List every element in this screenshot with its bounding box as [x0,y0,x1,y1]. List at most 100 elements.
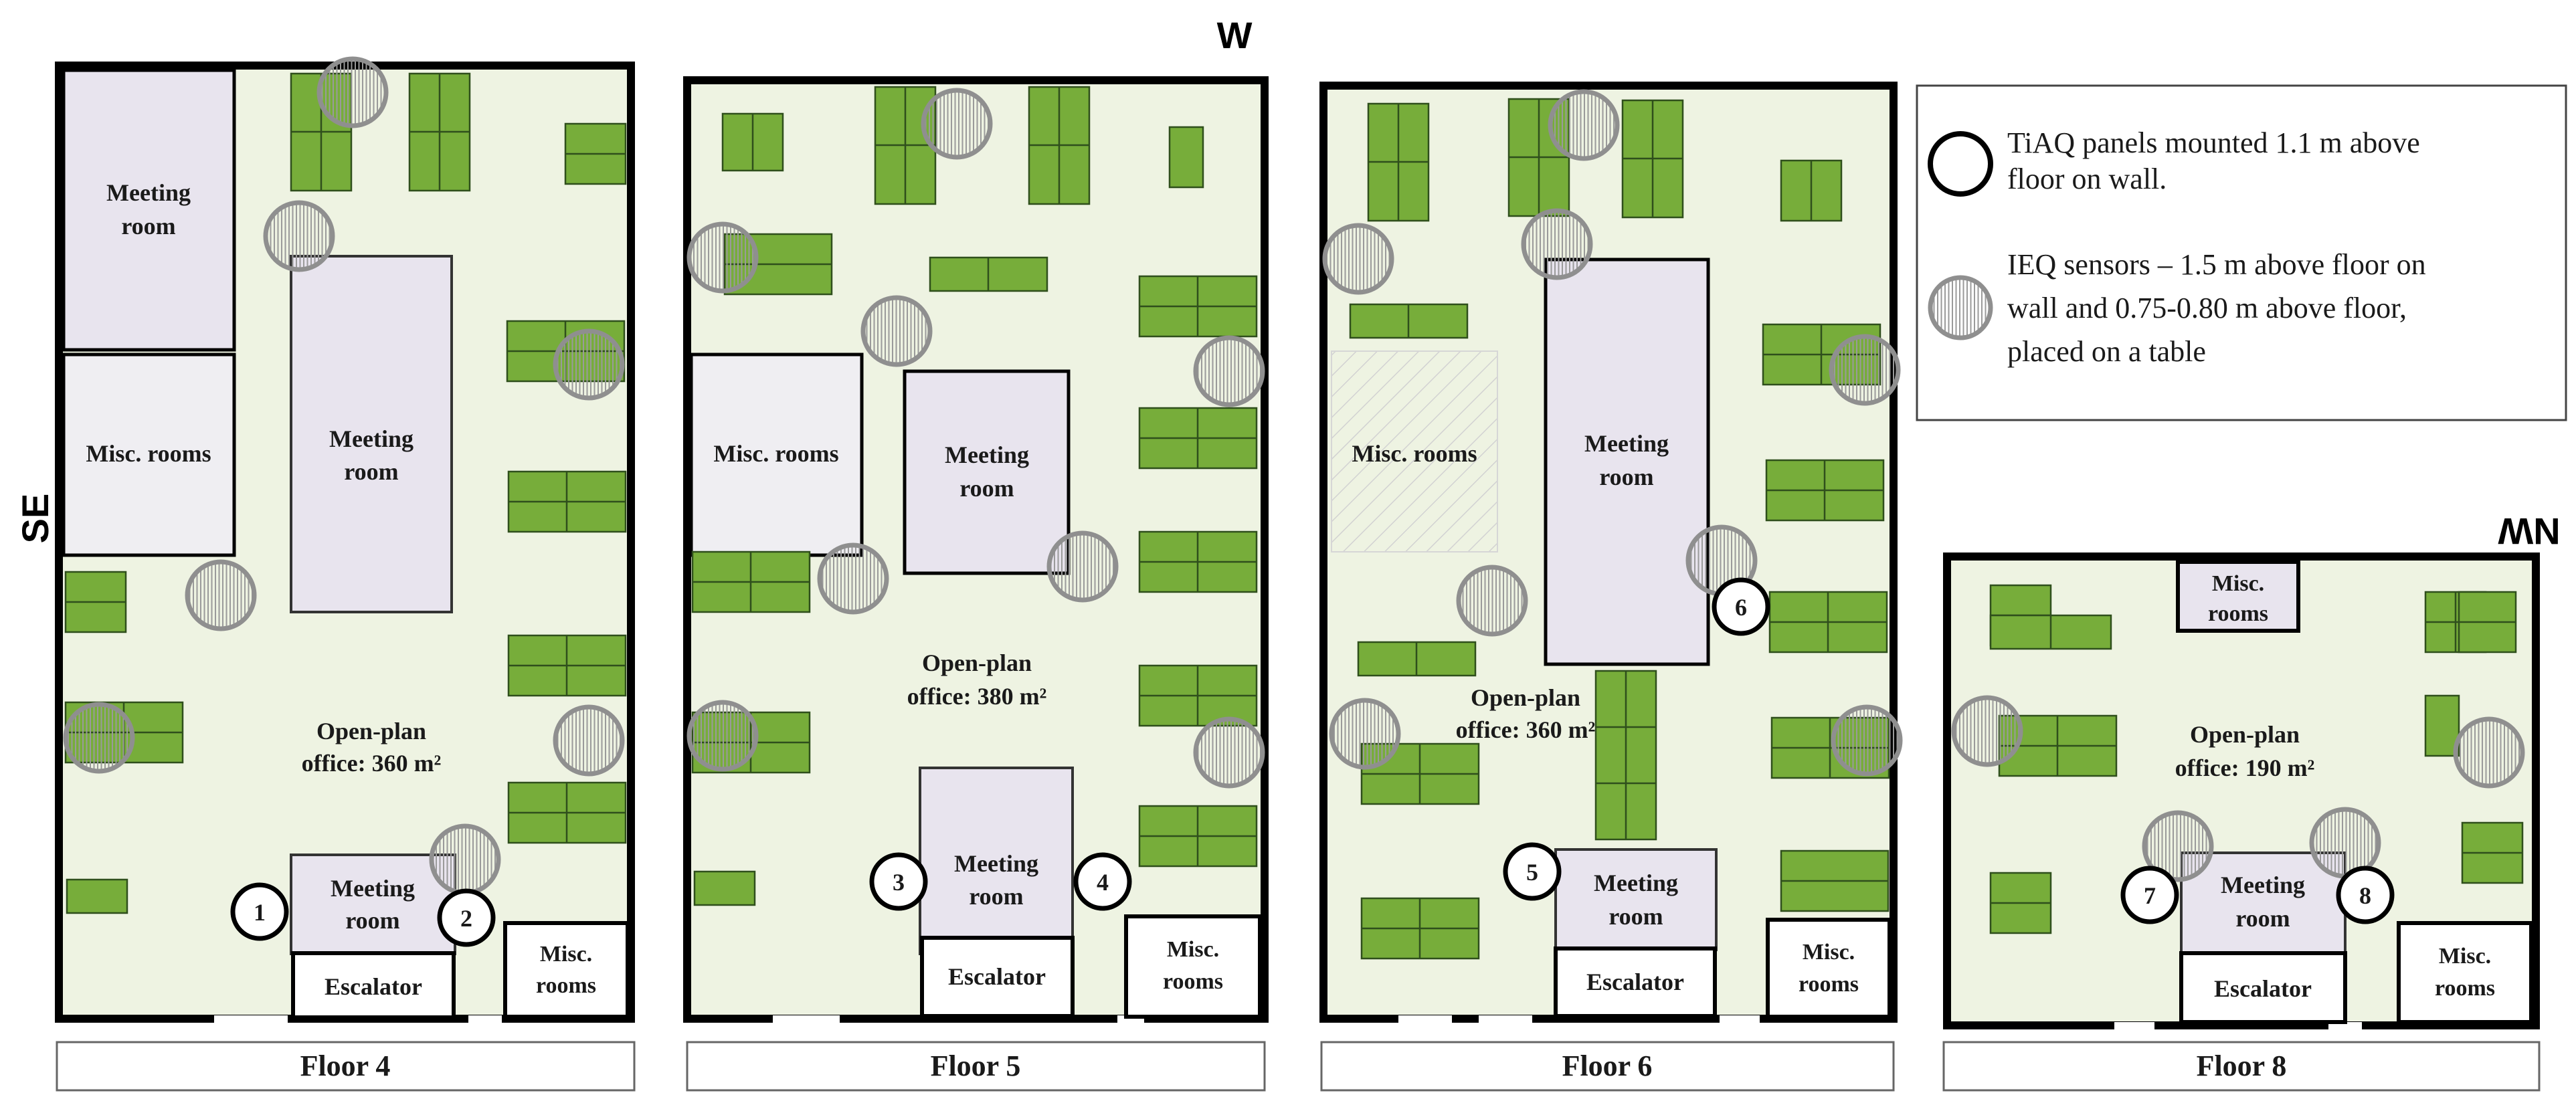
room-label: room [1599,464,1653,490]
misc-room [503,921,630,1019]
ieq-sensor-icon [1831,704,1903,777]
tiaq-panel-icon [2336,866,2395,924]
ieq-sensor-group [1322,89,1903,777]
meeting-room [1544,258,1710,666]
meeting-room [2180,851,2347,955]
ieq-sensor-icon [2453,716,2525,789]
floor-4-entrance-gap [214,1015,288,1023]
escalator-label: Escalator [948,963,1046,990]
ieq-sensor-icon [686,221,759,294]
panel-number: 2 [460,905,472,932]
misc-room [2397,921,2533,1024]
room-label: Misc. [2439,944,2491,969]
room-label: room [345,907,399,934]
ieq-sensor-icon [1521,208,1593,280]
room-label: rooms [2208,601,2268,626]
room-label: room [121,213,175,239]
desk-group [1349,98,1890,960]
escalator-label: Escalator [2214,975,2312,1002]
misc-room [1766,918,1892,1019]
open-plan-label: office: 380 m² [907,683,1047,710]
open-plan-label: Open-plan [2190,721,2300,748]
compass-west-label: W [1217,14,1253,56]
misc-room [62,353,236,557]
ieq-sensor-icon [553,328,625,401]
floor-6-entrance-gap-3 [1720,1015,1760,1023]
ieq-sensor-icon [1548,89,1620,161]
escalator [920,936,1075,1018]
floor-label-box [1320,1041,1895,1092]
room-label: rooms [1799,972,1859,997]
meeting-room [1554,848,1718,951]
misc-room-hatched [1331,350,1498,552]
floor-label: Floor 8 [2197,1049,2287,1082]
room-label: Misc. [1167,937,1219,962]
tiaq-panel-legend-icon [1928,131,1993,197]
room-label: Meeting [1584,430,1669,457]
room-label: Meeting [945,441,1029,468]
panel-number: 7 [2144,882,2156,909]
ieq-sensor-icon [860,295,933,367]
ieq-sensor-icon [63,702,135,774]
floor-6-entrance-gap-2 [1479,1015,1532,1023]
desk-group [1989,584,2524,934]
misc-room [2176,560,2300,633]
room-label: rooms [536,973,596,998]
meeting-room [903,369,1071,575]
panel-number: 1 [254,899,266,926]
open-plan-label: office: 360 m² [1456,716,1596,743]
misc-room [1124,914,1262,1019]
open-plan-label: office: 360 m² [302,750,442,777]
legend-sensor-text: IEQ sensors – 1.5 m above floor on [2007,248,2426,281]
escalator-label: Escalator [325,973,422,1000]
escalator [2179,951,2347,1024]
panel-number: 4 [1097,869,1109,896]
meeting-room [62,68,236,352]
ieq-sensor-group [63,56,625,896]
ieq-sensor-icon [1456,565,1528,637]
ieq-sensor-icon [1951,695,2023,767]
escalator-label: Escalator [1586,969,1684,995]
ieq-sensor-icon [1046,530,1119,603]
ieq-sensor-icon [1193,335,1265,407]
escalator [1554,946,1717,1018]
ieq-sensor-icon [1322,223,1394,295]
room-label: rooms [2435,976,2495,1001]
room-label: Misc. rooms [713,440,838,467]
misc-room [689,353,864,557]
floor-label: Floor 5 [931,1049,1021,1082]
ieq-sensor-icon [817,542,889,615]
tiaq-panel-icon [1073,852,1132,911]
room-label: Meeting [331,875,415,902]
room-label: room [969,883,1023,910]
room-label: Meeting [106,179,191,206]
open-plan-label: office: 190 m² [2175,755,2315,781]
ieq-sensor-icon [1829,334,1901,406]
floor-label-box [686,1041,1266,1092]
floor-8-plan: Misc. rooms Open-plan office: 190 m² Mee… [1942,552,2541,1092]
open-plan-label: Open-plan [922,649,1032,676]
room-label: Meeting [1594,870,1678,896]
floor-label-box [56,1041,636,1092]
room-label: Misc. rooms [86,440,211,467]
room-label: room [1608,903,1663,930]
room-label: room [2235,905,2290,932]
floor-4-entrance-gap-2 [468,1015,502,1023]
room-label: Meeting [329,425,413,452]
floor-5-entrance-gap [773,1015,840,1023]
panel-number: 8 [2359,882,2371,909]
floor-label: Floor 4 [300,1049,391,1082]
floor-6-entrance-gap [1398,1015,1452,1023]
open-plan-label: Open-plan [316,718,426,744]
tiaq-panel-icon [230,882,289,941]
legend-sensor-text: wall and 0.75-0.80 m above floor, [2007,292,2407,324]
panel-number: 5 [1526,859,1538,886]
ieq-sensor-icon [2142,810,2214,882]
floor-4-plan: Meeting room Misc. rooms Meeting room Op… [55,56,636,1092]
ieq-sensor-icon [185,559,257,631]
ieq-sensor-icon [921,88,993,160]
tiaq-panel-icon [437,888,496,947]
room-label: room [344,458,398,485]
floor-5-plan: Misc. rooms Meeting room Open-plan offic… [683,76,1269,1092]
